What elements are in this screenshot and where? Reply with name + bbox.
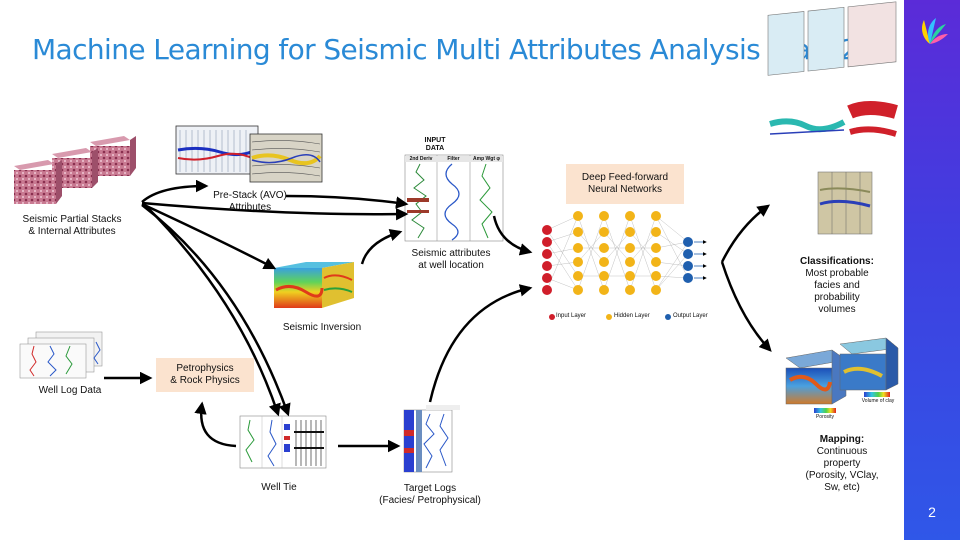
mapping-legend-porosity: Porosity xyxy=(815,414,835,420)
neural-network-image xyxy=(537,206,713,326)
input-data-panel xyxy=(404,154,504,242)
mapping-volume-image xyxy=(785,337,899,413)
diagram-canvas xyxy=(14,1,899,473)
mapping-label: Mapping: Continuous property (Porosity, … xyxy=(792,434,892,494)
dnn-legend-output: Output Layer xyxy=(673,313,708,319)
well-log-image xyxy=(19,331,103,379)
target-logs-image xyxy=(403,405,460,473)
prestack-avo-image xyxy=(175,125,323,183)
well-tie-label: Well Tie xyxy=(261,482,297,493)
company-logo-icon xyxy=(922,18,948,44)
classification-image xyxy=(767,1,898,235)
input-col-filter: Filter xyxy=(437,156,470,162)
well-log-label: Well Log Data xyxy=(38,385,102,396)
mapping-legend-vclay: Volume of clay xyxy=(861,398,895,404)
input-col-2nd-deriv: 2nd Deriv xyxy=(405,156,437,162)
seismic-stacks-label: Seismic Partial Stacks & Internal Attrib… xyxy=(22,214,122,237)
sidebar-accent xyxy=(904,0,960,540)
dnn-legend-input: Input Layer xyxy=(556,313,587,319)
slide-number: 2 xyxy=(928,504,936,520)
well-tie-image xyxy=(239,415,327,469)
classifications-heading: Classifications: xyxy=(800,256,874,267)
input-col-amp-wgt: Amp Wgt φ xyxy=(470,156,503,162)
dnn-legend-hidden: Hidden Layer xyxy=(614,313,650,319)
flow-arrows xyxy=(104,179,772,453)
seismic-attr-well-label: Seismic attributes at well location xyxy=(411,248,491,271)
seismic-inversion-image xyxy=(274,262,354,308)
mapping-heading: Mapping: xyxy=(819,434,865,445)
target-logs-label: Target Logs (Facies/ Petrophysical) xyxy=(379,483,481,506)
slide-title: Machine Learning for Seismic Multi Attri… xyxy=(32,33,868,66)
seismic-inversion-label: Seismic Inversion xyxy=(282,322,362,333)
classifications-label: Classifications: Most probable facies an… xyxy=(792,256,882,316)
input-data-title: INPUT DATA xyxy=(424,137,446,152)
seismic-cubes-image xyxy=(14,136,136,204)
prestack-label: Pre-Stack (AVO) Attributes xyxy=(213,190,287,213)
petrophysics-box: Petrophysics & Rock Physics xyxy=(156,358,254,392)
dnn-box: Deep Feed-forward Neural Networks xyxy=(566,164,684,204)
